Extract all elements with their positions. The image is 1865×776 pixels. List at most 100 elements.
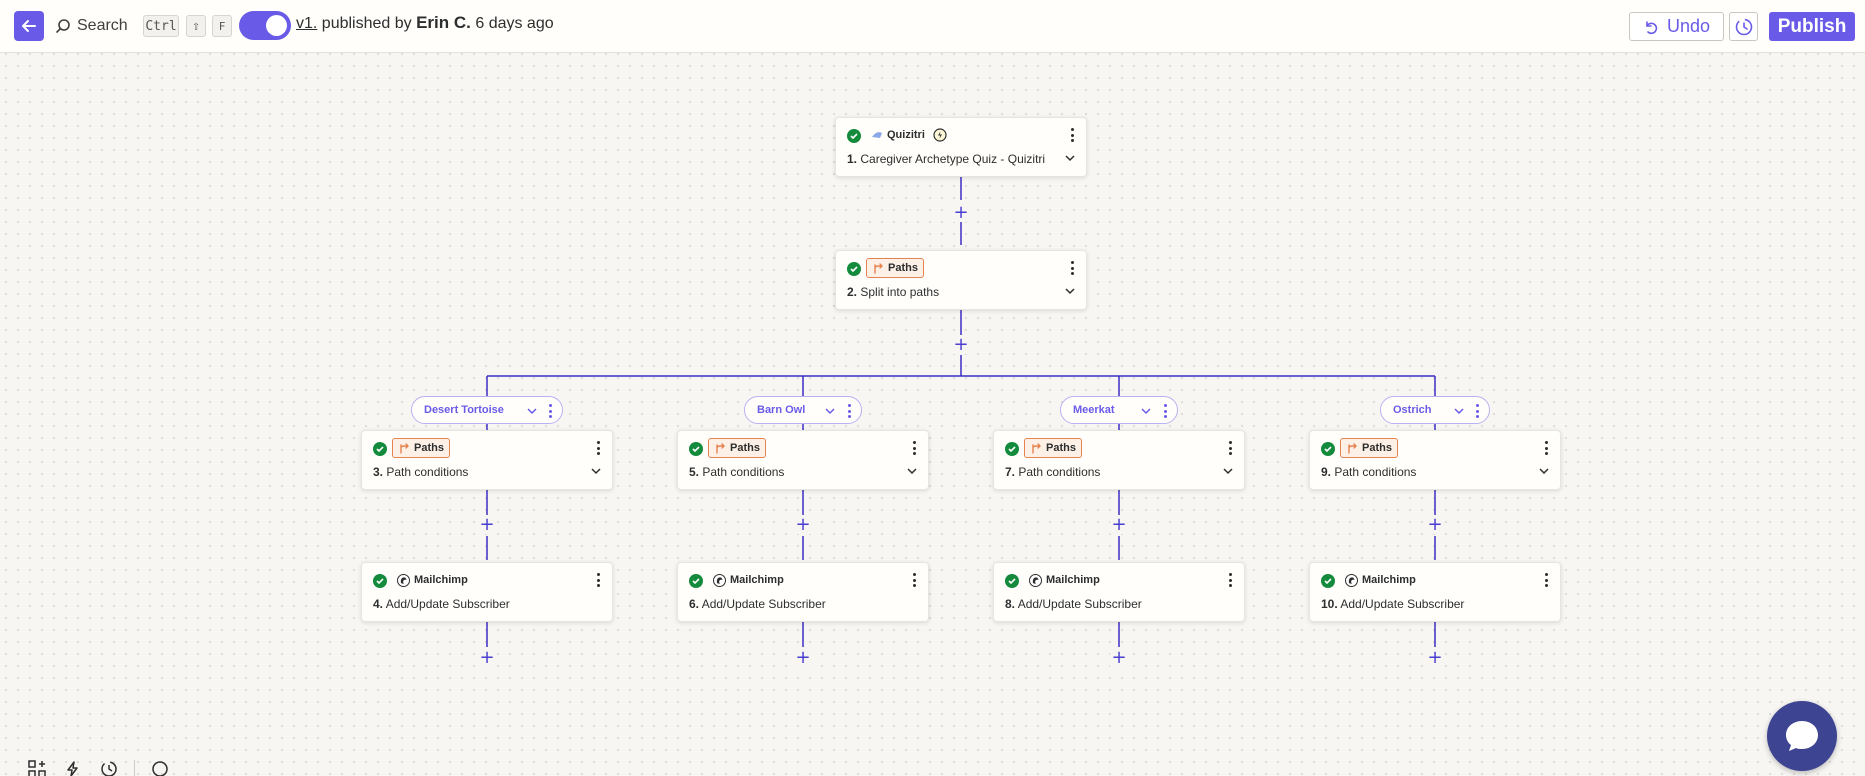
- app-badge-paths: Paths: [866, 258, 924, 278]
- app-name: Mailchimp: [414, 574, 468, 586]
- step-card-6[interactable]: Mailchimp 6. Add/Update Subscriber: [677, 562, 929, 622]
- add-step-button[interactable]: +: [1426, 647, 1444, 668]
- step-menu-button[interactable]: [908, 439, 920, 457]
- step-menu-button[interactable]: [1066, 126, 1078, 144]
- add-step-button[interactable]: +: [478, 647, 496, 668]
- path-menu-button[interactable]: [1161, 404, 1169, 418]
- step-card-1[interactable]: Quizitri 1. Caregiver Archetype Quiz - Q…: [835, 117, 1087, 177]
- check-icon: [1321, 574, 1335, 588]
- path-name: Barn Owl: [757, 404, 806, 416]
- comment-tool[interactable]: [149, 758, 171, 776]
- toggle-knob: [266, 15, 287, 36]
- add-step-button[interactable]: +: [1426, 514, 1444, 535]
- chevron-down-icon[interactable]: [1064, 285, 1076, 297]
- chevron-down-icon[interactable]: [526, 405, 538, 417]
- check-icon: [847, 262, 861, 276]
- step-card-10[interactable]: Mailchimp 10. Add/Update Subscriber: [1309, 562, 1561, 622]
- version-link[interactable]: v1.: [296, 15, 318, 32]
- publish-button[interactable]: Publish: [1769, 12, 1855, 41]
- step-menu-button[interactable]: [1540, 439, 1552, 457]
- chevron-down-icon[interactable]: [824, 405, 836, 417]
- history-icon: [1735, 18, 1752, 35]
- back-button[interactable]: [14, 11, 44, 41]
- path-menu-button[interactable]: [1473, 404, 1481, 418]
- step-title: 5. Path conditions: [689, 465, 785, 479]
- bolt-icon: [67, 761, 78, 776]
- path-name: Meerkat: [1073, 404, 1115, 416]
- path-pill-meerkat[interactable]: Meerkat: [1060, 396, 1178, 424]
- paths-icon: [1032, 443, 1041, 454]
- check-icon: [689, 442, 703, 456]
- path-pill-ostrich[interactable]: Ostrich: [1380, 396, 1490, 424]
- chat-support-button[interactable]: [1767, 701, 1837, 771]
- zap-on-toggle[interactable]: [239, 11, 291, 40]
- add-step-button[interactable]: +: [1110, 647, 1128, 668]
- step-title: 2. Split into paths: [847, 285, 940, 299]
- version-history-button[interactable]: [1729, 12, 1758, 41]
- add-step-button[interactable]: +: [952, 334, 970, 355]
- add-step-button[interactable]: +: [952, 202, 970, 223]
- step-menu-button[interactable]: [1066, 259, 1078, 277]
- step-card-9[interactable]: Paths 9. Path conditions: [1309, 430, 1561, 490]
- chevron-down-icon[interactable]: [1140, 405, 1152, 417]
- step-title: 9. Path conditions: [1321, 465, 1417, 479]
- step-card-7[interactable]: Paths 7. Path conditions: [993, 430, 1245, 490]
- app-badge-mailchimp: Mailchimp: [1340, 570, 1421, 590]
- step-menu-button[interactable]: [908, 571, 920, 589]
- step-card-2[interactable]: Paths 2. Split into paths: [835, 250, 1087, 310]
- step-menu-button[interactable]: [1224, 571, 1236, 589]
- check-icon: [1005, 442, 1019, 456]
- step-card-3[interactable]: Paths 3. Path conditions: [361, 430, 613, 490]
- undo-button[interactable]: Undo: [1629, 12, 1724, 41]
- shortcut-key-f: F: [212, 15, 232, 37]
- step-menu-button[interactable]: [592, 439, 604, 457]
- step-title: 8. Add/Update Subscriber: [1005, 597, 1142, 611]
- path-menu-button[interactable]: [845, 404, 853, 418]
- step-title: 10. Add/Update Subscriber: [1321, 597, 1465, 611]
- add-step-button[interactable]: +: [478, 514, 496, 535]
- publish-info: v1. published by Erin C. 6 days ago: [296, 13, 554, 33]
- add-node-tool[interactable]: [26, 758, 48, 776]
- app-badge-mailchimp: Mailchimp: [1024, 570, 1105, 590]
- step-menu-button[interactable]: [592, 571, 604, 589]
- chevron-down-icon[interactable]: [1538, 465, 1550, 477]
- app-name: Paths: [1362, 442, 1392, 454]
- mailchimp-icon: [713, 573, 726, 587]
- mailchimp-icon: [1029, 573, 1042, 587]
- undo-label: Undo: [1666, 16, 1711, 36]
- path-name: Desert Tortoise: [424, 404, 504, 416]
- history-tool[interactable]: [98, 758, 120, 776]
- step-title: 3. Path conditions: [373, 465, 469, 479]
- step-title: 1. Caregiver Archetype Quiz - Quizitri: [847, 152, 1046, 166]
- app-name: Mailchimp: [730, 574, 784, 586]
- app-name: Paths: [888, 262, 918, 274]
- add-step-button[interactable]: +: [794, 647, 812, 668]
- check-icon: [1321, 442, 1335, 456]
- toolbar-divider: [134, 760, 135, 776]
- zap-runs-tool[interactable]: [62, 758, 84, 776]
- path-name: Ostrich: [1393, 404, 1432, 416]
- step-menu-button[interactable]: [1224, 439, 1236, 457]
- step-card-5[interactable]: Paths 5. Path conditions: [677, 430, 929, 490]
- mailchimp-icon: [1345, 573, 1358, 587]
- path-pill-desert-tortoise[interactable]: Desert Tortoise: [411, 396, 563, 424]
- app-name: Quizitri: [887, 129, 925, 141]
- check-icon: [373, 442, 387, 456]
- app-badge-paths: Paths: [1340, 438, 1398, 458]
- add-step-button[interactable]: +: [794, 514, 812, 535]
- path-menu-button[interactable]: [546, 404, 554, 418]
- search-button[interactable]: Search: [55, 13, 128, 39]
- chevron-down-icon[interactable]: [590, 465, 602, 477]
- step-card-8[interactable]: Mailchimp 8. Add/Update Subscriber: [993, 562, 1245, 622]
- step-menu-button[interactable]: [1540, 571, 1552, 589]
- chevron-down-icon[interactable]: [906, 465, 918, 477]
- chevron-down-icon[interactable]: [1453, 405, 1465, 417]
- app-badge-quizitri: Quizitri: [866, 125, 930, 145]
- chevron-down-icon[interactable]: [1064, 152, 1076, 164]
- path-pill-barn-owl[interactable]: Barn Owl: [744, 396, 862, 424]
- check-icon: [1005, 574, 1019, 588]
- app-badge-mailchimp: Mailchimp: [708, 570, 789, 590]
- add-step-button[interactable]: +: [1110, 514, 1128, 535]
- step-card-4[interactable]: Mailchimp 4. Add/Update Subscriber: [361, 562, 613, 622]
- chevron-down-icon[interactable]: [1222, 465, 1234, 477]
